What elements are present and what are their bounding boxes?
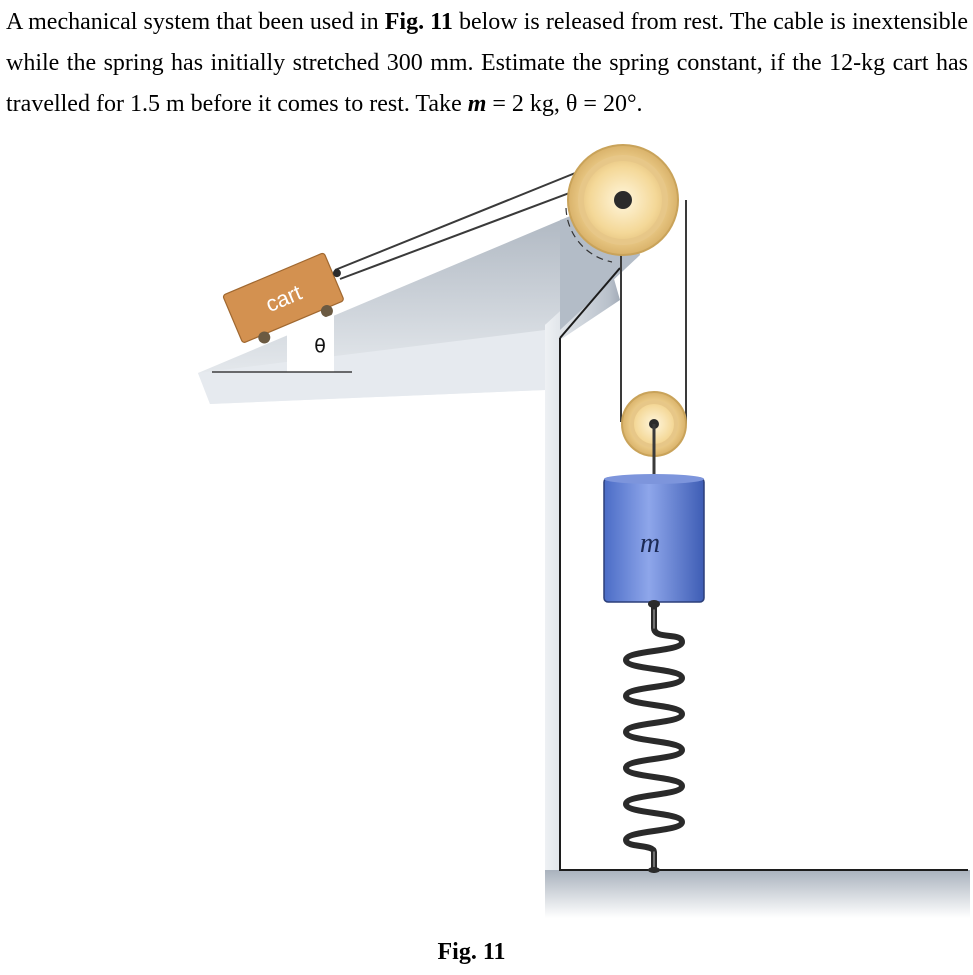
cart: cart	[222, 252, 344, 344]
figure-caption: Fig. 11	[0, 937, 973, 967]
angle-label: θ	[314, 335, 326, 357]
problem-statement: A mechanical system that been used in Fi…	[6, 2, 968, 125]
cart-cable-hook	[332, 269, 341, 278]
figure-reference: Fig. 11	[384, 9, 453, 35]
spring-floor-mount	[648, 867, 660, 873]
problem-text-1: A mechanical system that been used in	[6, 9, 385, 35]
cart-wheel-front	[258, 331, 271, 344]
problem-text-2: below is released from rest. The cable i…	[6, 9, 968, 117]
top-pulley-axle	[614, 191, 632, 209]
cable-cart-to-pulley-lower	[339, 179, 605, 280]
mass-block: m	[603, 474, 705, 608]
bottom-pulley	[621, 391, 687, 478]
mass-label: m	[640, 528, 660, 559]
top-pulley	[565, 144, 679, 263]
mass-variable: m	[467, 91, 487, 117]
figure-caption-text: Fig. 11	[437, 939, 506, 965]
floor	[545, 870, 970, 918]
cable-cart-to-pulley-upper	[334, 162, 601, 271]
cart-wheel-rear	[320, 305, 333, 318]
post-brace-edge	[559, 267, 621, 339]
angle-indicator: θ	[212, 314, 352, 373]
problem-text-3: = 2 kg, θ = 20°.	[486, 91, 643, 117]
spring	[623, 603, 685, 873]
incline-underside	[198, 330, 545, 404]
